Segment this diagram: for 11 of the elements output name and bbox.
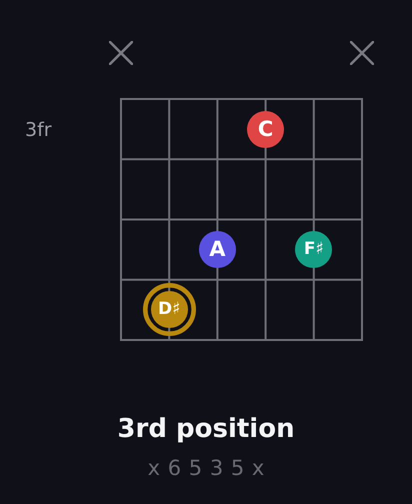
note-dot [198,231,236,268]
root-note-dot [150,291,188,328]
fret-number-label: 3fr [25,118,52,142]
fret-pattern-caption: x 6 5 3 5 x [148,455,264,482]
note-dot [295,231,332,268]
note-name: F♯ [304,241,324,258]
note-name: C [258,118,274,140]
note-name: A [209,239,226,260]
note-dot [247,110,284,148]
note-name: D♯ [158,301,180,318]
chord-position-title: 3rd position [117,413,295,446]
